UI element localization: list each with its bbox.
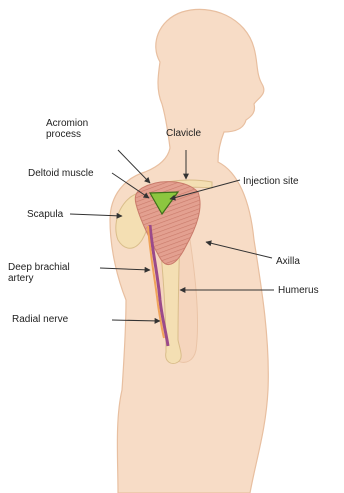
humerus-label: Humerus <box>278 285 319 296</box>
radial-nerve-label: Radial nerve <box>12 314 68 325</box>
axilla-label: Axilla <box>276 256 300 267</box>
acromion-process-label: Acromion process <box>46 118 88 140</box>
scapula-label: Scapula <box>27 209 63 220</box>
clavicle-label: Clavicle <box>166 128 201 139</box>
injection-site-label: Injection site <box>243 176 299 187</box>
deltoid-muscle-label: Deltoid muscle <box>28 168 94 179</box>
deep-brachial-artery-label: Deep brachial artery <box>8 262 70 284</box>
